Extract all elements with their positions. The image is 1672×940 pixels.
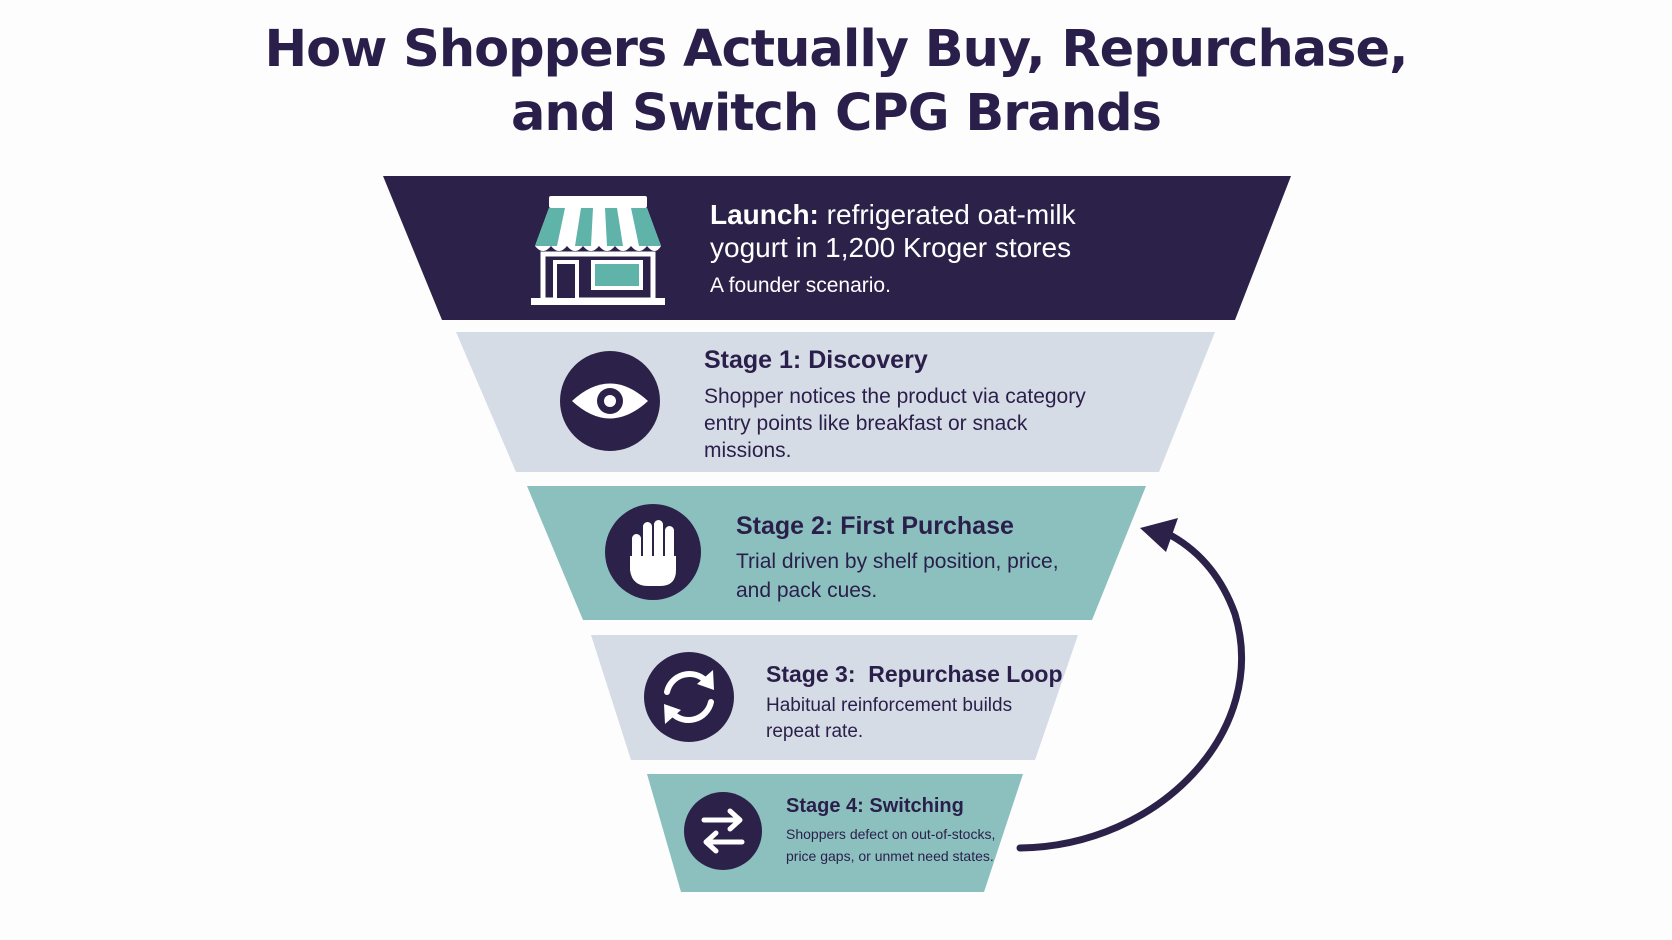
stage-4-description: Shoppers defect on out-of-stocks, price … [786,826,996,864]
stage-1-description: Shopper notices the product via category… [704,385,1086,462]
hand-icon [605,504,701,600]
title-line-2: and Switch CPG Brands [510,84,1162,143]
storefront-icon [531,196,665,305]
stage-3-title: Stage 3: Repurchase Loop [766,661,1063,687]
launch-description: refrigerated oat-milk yogurt in 1,200 Kr… [710,199,1076,263]
launch-label: Launch: [710,199,819,230]
eye-icon [560,351,660,451]
stage-3-text: Stage 3: Repurchase Loop Habitual reinfo… [766,661,1066,745]
stage-2-title: Stage 2: First Purchase [736,512,1014,540]
stage-4-text: Stage 4: Switching Shoppers defect on ou… [786,795,1006,867]
stage-4-title: Stage 4: Switching [786,795,964,817]
page-title: How Shoppers Actually Buy, Repurchase, a… [0,18,1672,146]
stage-3-description: Habitual reinforcement builds repeat rat… [766,695,1013,742]
switch-arrows-icon [684,792,762,870]
refresh-icon [644,652,734,742]
stage-1-title: Stage 1: Discovery [704,346,928,374]
title-line-1: How Shoppers Actually Buy, Repurchase, [264,20,1409,79]
stage-1-text: Stage 1: Discovery Shopper notices the p… [704,346,1104,464]
loop-back-arrow [1016,518,1245,852]
stage-2-text: Stage 2: First Purchase Trial driven by … [736,512,1076,605]
launch-subtext: A founder scenario. [710,274,891,297]
launch-text: Launch: refrigerated oat-milk yogurt in … [710,198,1130,298]
stage-2-description: Trial driven by shelf position, price, a… [736,550,1059,602]
